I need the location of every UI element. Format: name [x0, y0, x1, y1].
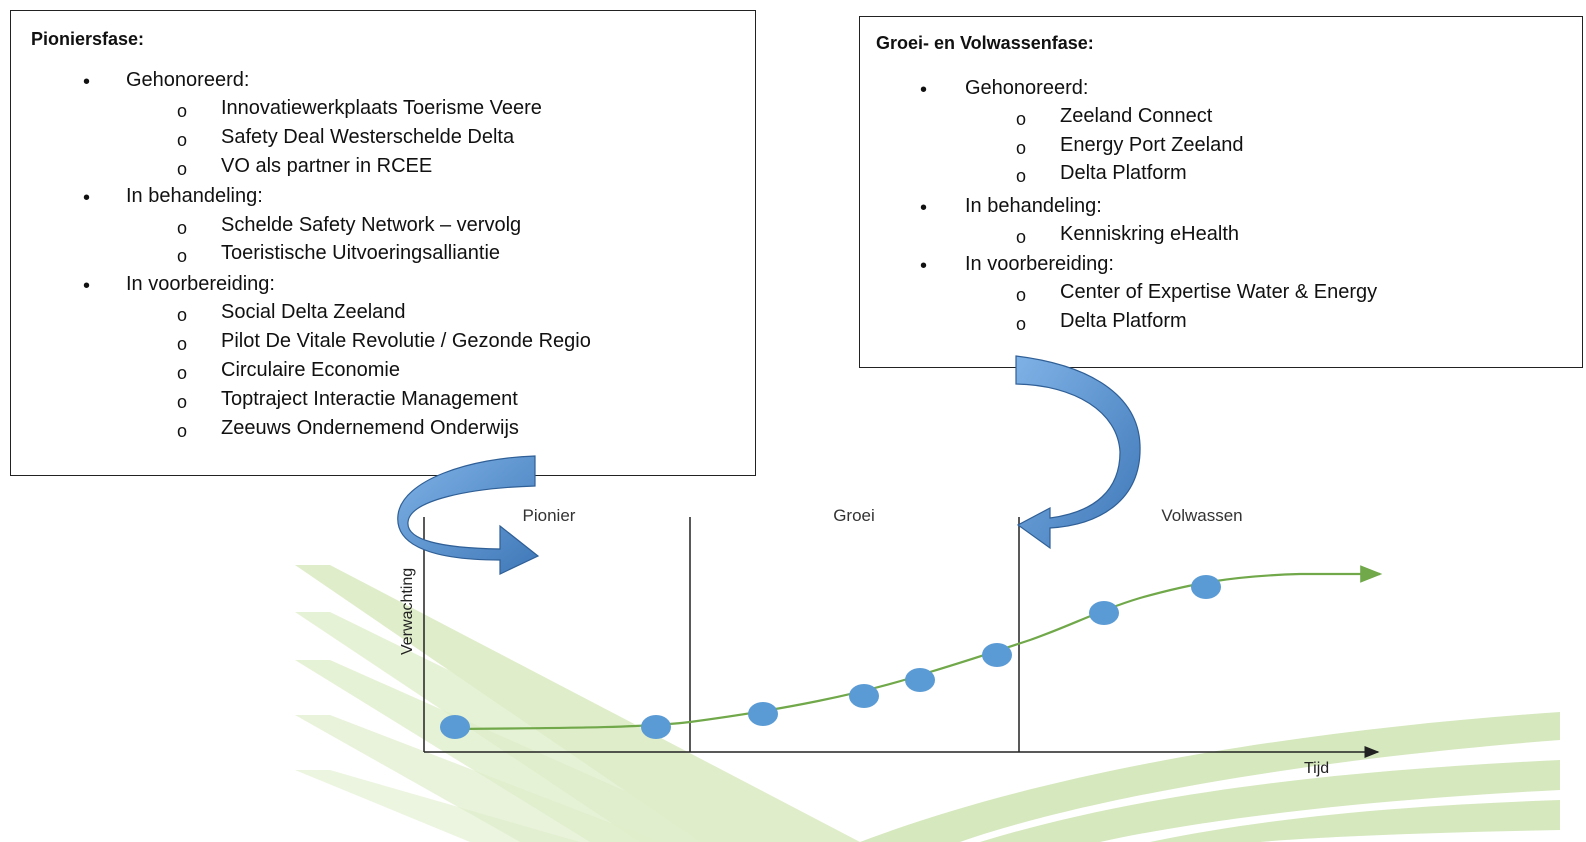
sub-bullet-icon: o — [177, 421, 188, 441]
bullet-icon: • — [83, 275, 91, 297]
group-label: Gehonoreerd: — [965, 77, 1089, 99]
group-label: In voorbereiding: — [126, 273, 275, 295]
group-label: In behandeling: — [126, 185, 263, 207]
list-item: Zeeland Connect — [1060, 105, 1213, 127]
list-item: Center of Expertise Water & Energy — [1060, 281, 1378, 303]
pioneer-phase-title: Pioniersfase: — [31, 29, 145, 49]
milestone-dot — [641, 715, 671, 739]
bullet-icon: • — [920, 79, 928, 101]
milestone-dot — [440, 715, 470, 739]
sub-bullet-icon: o — [1016, 227, 1027, 247]
list-item: Innovatiewerkplaats Toerisme Veere — [221, 97, 542, 119]
milestone-dot — [905, 668, 935, 692]
x-axis-label: Tijd — [1304, 760, 1329, 777]
list-item: Delta Platform — [1060, 310, 1187, 332]
list-item: Zeeuws Ondernemend Onderwijs — [221, 417, 519, 439]
sub-bullet-icon: o — [177, 305, 188, 325]
milestone-dot — [1089, 601, 1119, 625]
milestone-dot — [849, 684, 879, 708]
group-label: In voorbereiding: — [965, 253, 1114, 275]
sub-bullet-icon: o — [1016, 166, 1027, 186]
list-item: Pilot De Vitale Revolutie / Gezonde Regi… — [221, 330, 591, 352]
bullet-icon: • — [83, 71, 91, 93]
list-item: Circulaire Economie — [221, 359, 400, 381]
list-item: Toptraject Interactie Management — [221, 388, 518, 410]
bullet-icon: • — [920, 255, 928, 277]
sub-bullet-icon: o — [177, 392, 188, 412]
bullet-icon: • — [83, 187, 91, 209]
group-label: Gehonoreerd: — [126, 69, 250, 91]
list-item: Toeristische Uitvoeringsalliantie — [221, 242, 501, 264]
sub-bullet-icon: o — [1016, 314, 1027, 334]
list-item: Delta Platform — [1060, 162, 1187, 184]
list-item: Safety Deal Westerschelde Delta — [221, 126, 515, 148]
milestone-dot — [748, 702, 778, 726]
sub-bullet-icon: o — [177, 246, 188, 266]
bullet-icon: • — [920, 197, 928, 219]
sub-bullet-icon: o — [177, 363, 188, 383]
growth-maturity-phase-title: Groei- en Volwassenfase: — [876, 33, 1094, 53]
milestone-dot — [982, 643, 1012, 667]
sub-bullet-icon: o — [177, 130, 188, 150]
list-item: Kenniskring eHealth — [1060, 223, 1239, 245]
list-item: Social Delta Zeeland — [221, 301, 406, 323]
group-label: In behandeling: — [965, 195, 1102, 217]
growth-maturity-phase-box: Groei- en Volwassenfase: • Gehonoreerd: … — [859, 16, 1583, 368]
list-item: Schelde Safety Network – vervolg — [221, 214, 522, 236]
list-item: Energy Port Zeeland — [1060, 134, 1244, 156]
phase-label-maturity: Volwassen — [1161, 506, 1242, 525]
y-axis-label: Verwachting — [399, 568, 416, 655]
sub-bullet-icon: o — [177, 159, 188, 179]
phase-label-pioneer: Pionier — [523, 506, 576, 525]
growth-arrow-icon — [1015, 355, 1141, 550]
sub-bullet-icon: o — [177, 218, 188, 238]
phase-label-growth: Groei — [833, 506, 875, 525]
sub-bullet-icon: o — [177, 101, 188, 121]
sub-bullet-icon: o — [1016, 138, 1027, 158]
pioneer-phase-box: Pioniersfase: • Gehonoreerd: o Innovatie… — [10, 10, 756, 476]
milestone-dot — [1191, 575, 1221, 599]
sub-bullet-icon: o — [177, 334, 188, 354]
sub-bullet-icon: o — [1016, 285, 1027, 305]
pioneer-arrow-icon — [397, 455, 540, 575]
list-item: VO als partner in RCEE — [221, 155, 433, 177]
growth-curve — [445, 565, 1383, 731]
sub-bullet-icon: o — [1016, 109, 1027, 129]
